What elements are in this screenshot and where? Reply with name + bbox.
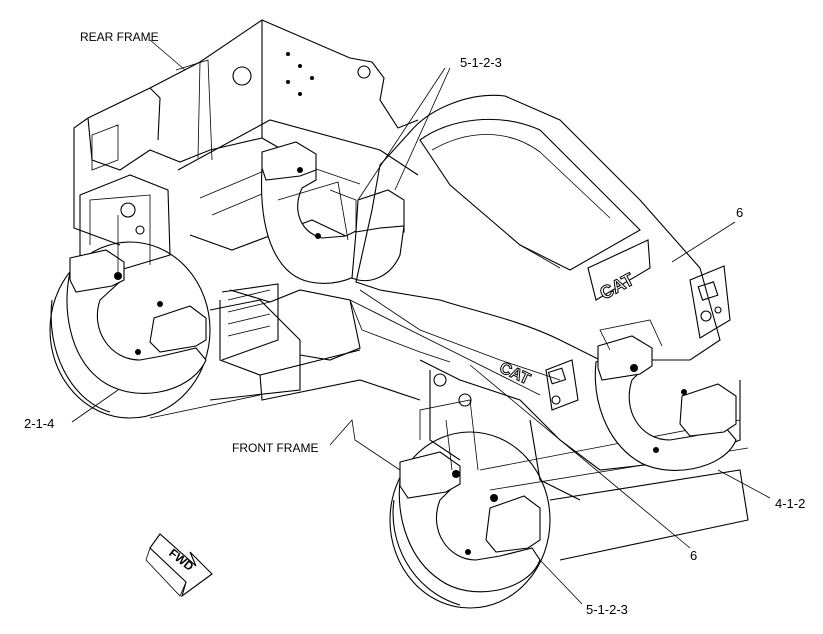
svg-text:CAT: CAT bbox=[497, 359, 533, 388]
leader-lines bbox=[71, 39, 771, 605]
leader-top-5-1-2-3-b bbox=[357, 67, 446, 201]
callout-right-4-1-2: 4-1-2 bbox=[775, 496, 805, 511]
labels: REAR FRAME FRONT FRAME 5-1-2-3 6 2-1-4 4… bbox=[24, 30, 805, 617]
front-frame bbox=[219, 283, 749, 501]
leader-rear-frame bbox=[149, 39, 186, 71]
callout-top-5-1-2-3: 5-1-2-3 bbox=[460, 55, 502, 70]
front-frame-label: FRONT FRAME bbox=[232, 441, 318, 455]
leader-top-5-1-2-3 bbox=[394, 67, 451, 191]
leader-left-2-1-4 bbox=[71, 389, 119, 423]
side-logo: CAT bbox=[496, 359, 533, 389]
leader-bottom-5-1-2-3 bbox=[539, 559, 583, 605]
engine-hood: CAT CAT bbox=[349, 94, 731, 411]
leader-bottom-6 bbox=[469, 364, 691, 549]
leader-right-4-1-2 bbox=[717, 469, 771, 499]
rear-drum bbox=[49, 241, 301, 419]
rear-frame-label: REAR FRAME bbox=[80, 30, 159, 44]
callout-left-2-1-4: 2-1-4 bbox=[24, 416, 54, 431]
front-drum bbox=[389, 431, 749, 609]
callout-bottom-5-1-2-3: 5-1-2-3 bbox=[586, 602, 628, 617]
leader-right-6-upper bbox=[671, 221, 736, 263]
callout-bottom-6: 6 bbox=[690, 548, 697, 563]
counterweight-rear-left bbox=[66, 194, 207, 394]
counterweight-front-right bbox=[594, 319, 737, 471]
hood-logo: CAT bbox=[587, 239, 651, 304]
fwd-arrow: FWD bbox=[145, 533, 213, 598]
callout-right-6-upper: 6 bbox=[736, 205, 743, 220]
counterweight-front-left bbox=[398, 399, 541, 593]
leader-front-frame bbox=[329, 419, 401, 471]
